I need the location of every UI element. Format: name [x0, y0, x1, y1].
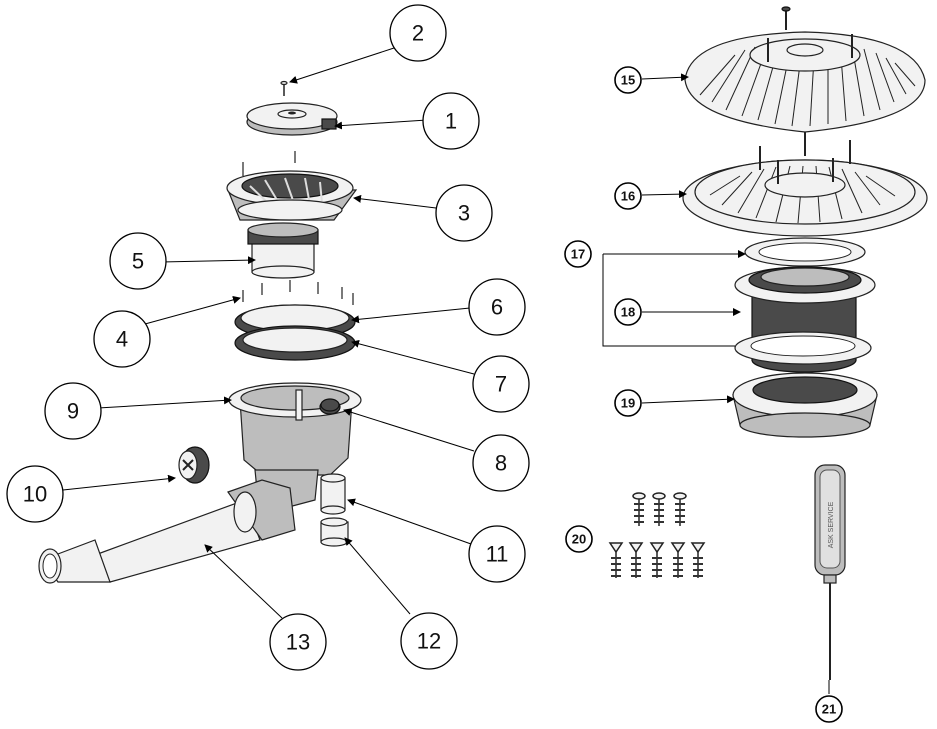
callout-1-label: 1 [445, 109, 457, 134]
part-17-gasket-top [744, 237, 866, 267]
badge-21-label: 21 [822, 702, 836, 717]
part-7-gasket [234, 325, 356, 361]
badge-15-label: 15 [621, 73, 635, 88]
badge-21: 21 [815, 695, 843, 723]
badge-18-label: 18 [621, 305, 635, 320]
callout-11: 11 [468, 525, 526, 583]
callout-10-label: 10 [23, 482, 47, 507]
callout-10: 10 [6, 465, 64, 523]
callout-2-label: 2 [412, 21, 424, 46]
badge-17: 17 [564, 240, 592, 268]
callout-4-label: 4 [116, 327, 128, 352]
callout-8: 8 [472, 434, 530, 492]
callout-7: 7 [472, 355, 530, 413]
callout-13-label: 13 [286, 630, 310, 655]
part-1-cap [246, 102, 338, 136]
callout-2: 2 [389, 4, 447, 62]
part-12-short-sleeve [320, 517, 349, 547]
callout-3: 3 [435, 184, 493, 242]
callout-12-label: 12 [417, 629, 441, 654]
part-19-retaining-nut [732, 372, 878, 438]
part-3-grate-housing [226, 151, 358, 221]
part-17-gasket-bottom [734, 331, 872, 365]
callout-5-label: 5 [132, 249, 144, 274]
callout-6: 6 [468, 278, 526, 336]
part-10-end-cap [178, 446, 210, 484]
part-2-screw [280, 80, 288, 96]
badge-20: 20 [565, 525, 593, 553]
callout-7-label: 7 [495, 372, 507, 397]
badge-19-label: 19 [621, 396, 635, 411]
callout-4: 4 [93, 310, 151, 368]
part-4-screws [242, 280, 354, 305]
badge-17-label: 17 [571, 247, 585, 262]
callout-3-label: 3 [458, 201, 470, 226]
part-20-screws [608, 492, 706, 578]
callout-5: 5 [109, 232, 167, 290]
part-16-flat-grate [682, 132, 928, 237]
part-15-dome-grate [684, 6, 926, 133]
part-5-threaded-sleeve [247, 222, 319, 279]
callout-8-label: 8 [495, 451, 507, 476]
callout-9-label: 9 [67, 399, 79, 424]
part-8-fitting [320, 398, 340, 412]
badge-19: 19 [614, 389, 642, 417]
callout-11-label: 11 [486, 542, 509, 567]
screwdriver-handle-text: ASK SERVICE [828, 501, 835, 548]
part-13-pipe [38, 479, 296, 584]
callout-1: 1 [422, 92, 480, 150]
badge-16-label: 16 [621, 189, 635, 204]
callout-9: 9 [44, 382, 102, 440]
badge-15: 15 [614, 66, 642, 94]
badge-16: 16 [614, 182, 642, 210]
callout-6-label: 6 [491, 295, 503, 320]
part-21-screwdriver: ASK SERVICE [814, 464, 846, 680]
callout-12: 12 [400, 612, 458, 670]
badge-20-label: 20 [572, 532, 586, 547]
callout-13: 13 [269, 613, 327, 671]
leader-lines [62, 47, 830, 694]
part-11-sleeve [320, 473, 346, 515]
badge-18: 18 [614, 298, 642, 326]
